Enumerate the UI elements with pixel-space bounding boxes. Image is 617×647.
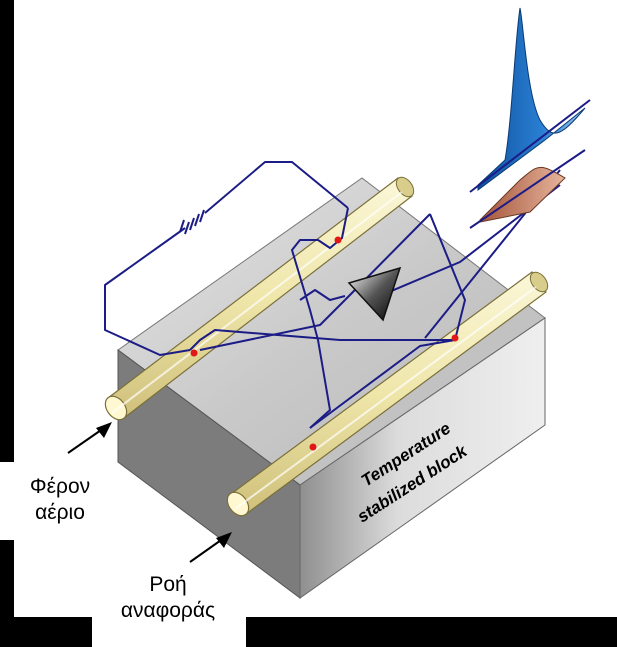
triangle-detector-icon [347,266,402,322]
filament-dot [334,236,342,244]
peak-blue [477,7,586,191]
carrier-gas-label-line2: αέριο [35,501,85,524]
reference-flow-label-line2: αναφοράς [120,599,216,622]
flow-arrow-icon [189,532,232,563]
label-background-bottom [92,560,246,647]
reference-flow-label: Ροή αναφοράς [98,572,238,624]
peak-brown [479,166,566,223]
filament-dots [190,236,459,451]
chromatogram-peaks [469,7,591,229]
filament-dot [190,349,198,357]
bridge-wiring [104,161,561,429]
carrier-gas-label-line1: Φέρον [29,475,91,498]
reference-flow-label-line1: Ροή [149,573,187,596]
temperature-block: Temperature stabilized block [117,177,546,599]
resistor-coil-icon [179,209,205,235]
block-front-face [299,317,546,599]
filament-dot [309,443,317,451]
carrier-gas-label: Φέρον αέριο [10,474,110,526]
flow-arrow-icon [67,422,112,454]
label-background-left [0,462,120,540]
filament-dot [451,334,459,342]
reference-flow-tube [226,271,549,517]
